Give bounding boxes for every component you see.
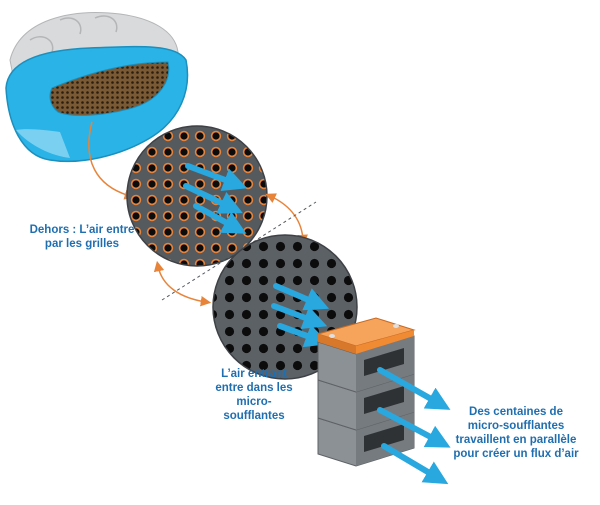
micro-blower-stack bbox=[316, 317, 416, 467]
airflow-arrows-grill bbox=[183, 163, 248, 234]
grill-disc bbox=[126, 125, 268, 267]
caption-micro-blowers: Des centaines de micro-soufflantes trava… bbox=[453, 406, 579, 460]
rotation-arrow-right bbox=[265, 193, 308, 246]
rotation-arrow-left bbox=[153, 260, 212, 307]
caption-outside-air: Dehors : L’air entre par les grilles bbox=[29, 224, 135, 250]
airflow-arrows-intake bbox=[271, 283, 330, 348]
face-mask-illustration bbox=[5, 12, 189, 163]
caption-air-entering-blowers: L’air entrant entre dans les micro-souff… bbox=[215, 368, 293, 422]
connector-arrow-mask-to-disc bbox=[88, 121, 136, 200]
airflow-arrows-output bbox=[377, 367, 451, 485]
